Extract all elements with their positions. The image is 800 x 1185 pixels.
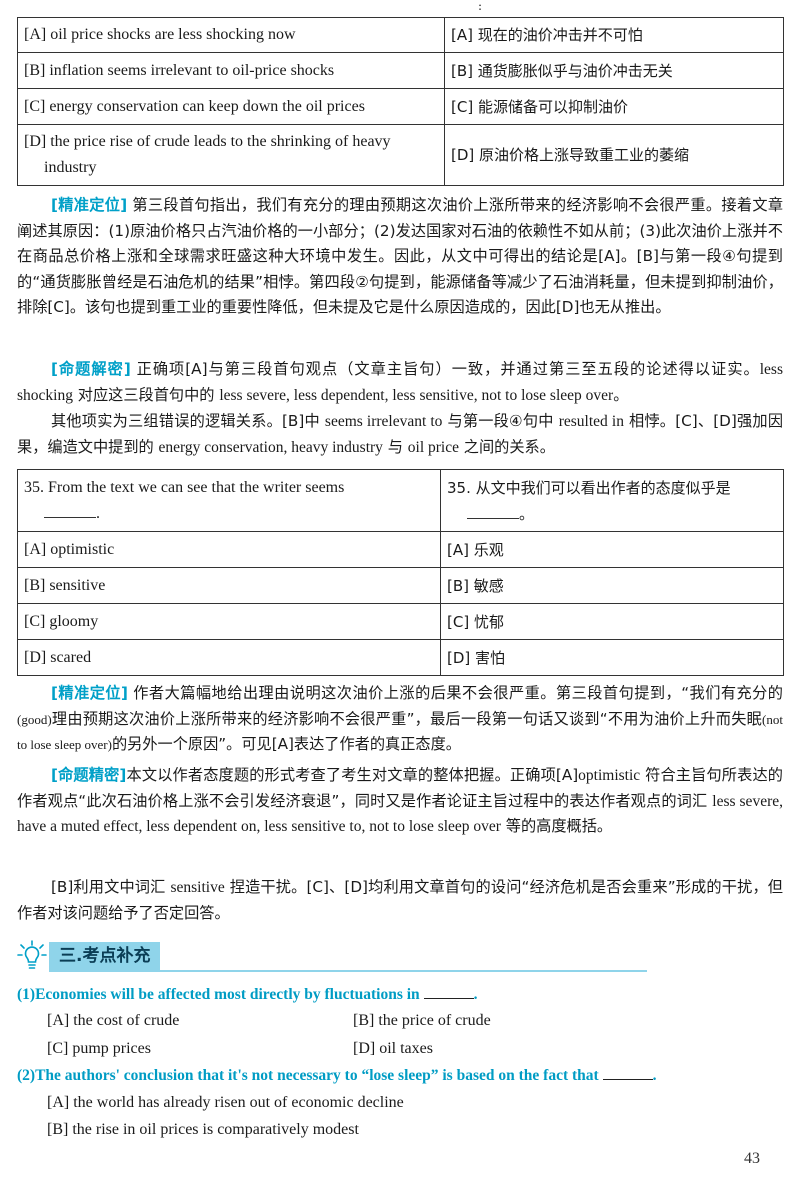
option-zh: [A] 现在的油价冲击并不可怕 [444,17,784,53]
other-en: resulted in [558,413,624,430]
question-stem-en: 35. From the text we can see that the wr… [17,469,441,532]
table-row: 35. From the text we can see that the wr… [17,469,784,532]
analysis-en: less severe, have a muted effect, less d… [17,792,783,836]
extra-question-1: (1)Economies will be affected most direc… [17,983,787,1007]
option-zh: [B] 敏感 [440,567,784,604]
option-a: [A] the world has already risen out of e… [47,1094,404,1111]
stem-end: 。 [519,504,535,523]
analysis-text: 对应这三段首句中的 [72,385,220,404]
option-en: [B] inflation seems irrelevant to oil-pr… [17,52,445,89]
q34-options-table: [A] oil price shocks are less shocking n… [17,17,784,186]
analysis-text: 等的高度概括。 [500,817,613,836]
q34-analysis-paragraph: [命题解密] 正确项[A]与第三段首句观点（文章主旨句）一致，并通过第三至五段的… [17,357,783,408]
locate-text: 理由预期这次油价上涨所带来的经济影响不会很严重”，最后一段第一句话又谈到“不用为… [51,709,763,728]
option-en: [A] optimistic [17,531,441,568]
other-text: [B]利用文中词汇 [51,878,171,896]
option-en: [A] oil price shocks are less shocking n… [17,17,445,53]
extra-question-2: (2)The authors' conclusion that it's not… [17,1064,787,1088]
option-zh: [C] 能源储备可以抑制油价 [444,88,784,125]
table-row: [C] energy conservation can keep down th… [17,88,784,125]
question-stem: (1)Economies will be affected most direc… [17,986,420,1003]
question-stem: (2)The authors' conclusion that it's not… [17,1067,599,1084]
other-en: seems irrelevant to [324,413,443,430]
option-d: [D] oil taxes [353,1040,433,1057]
option-b: [B] the price of crude [353,1012,491,1029]
q34-other-paragraph: 其他项实为三组错误的逻辑关系。[B]中 seems irrelevant to … [17,409,783,460]
analysis-tag: [命题精密] [51,766,127,784]
option-zh: [D] 原油价格上涨导致重工业的萎缩 [444,124,784,186]
option-zh: [C] 忧郁 [440,603,784,640]
section-header: 三.考点补充 [17,940,647,974]
analysis-en: optimistic [578,767,641,784]
other-text: 与第一段④句中 [442,412,559,430]
other-en: energy conservation, heavy industry [158,438,383,456]
table-row: [D] the price rise of crude leads to the… [17,124,784,186]
option-zh: [D] 害怕 [440,639,784,676]
analysis-text: 正确项[A]与第三段首句观点（文章主旨句）一致，并通过第三至五段的论述得以证实。 [130,360,760,378]
option-zh: [B] 通货膨胀似乎与油价冲击无关 [444,52,784,89]
other-text: 其他项实为三组错误的逻辑关系。[B]中 [51,412,325,430]
other-text: 相悖。[C]、[D]强加因果，编造文中提到的 [17,412,784,456]
q35-options-table: 35. From the text we can see that the wr… [17,469,784,676]
answer-blank [467,504,519,519]
option-en: [B] sensitive [17,567,441,604]
page-number: 43 [744,1150,760,1167]
other-text: 之间的关系。 [458,437,555,456]
stem-end: . [96,504,100,522]
locate-text: 第三段首句指出，我们有充分的理由预期这次油价上涨所带来的经济影响不会很严重。接着… [17,196,784,317]
answer-blank [602,1065,653,1080]
q35-locate-paragraph: [精准定位] 作者大篇幅地给出理由说明这次油价上涨的后果不会很严重。第三段首句提… [17,681,783,758]
option-en: [D] the price rise of crude leads to the… [17,124,445,186]
option-en: [C] gloomy [17,603,441,640]
locate-text: 的另外一个原因”。可见[A]表达了作者的真正态度。 [111,735,461,754]
analysis-text: 符合主旨句所表达的作者观点“此次石油价格上涨不会引发经济衰退”，同时又是作者论证… [17,766,783,810]
option-zh: [A] 乐观 [440,531,784,568]
analysis-text: 本文以作者态度题的形式考查了考生对文章的整体把握。正确项[A] [126,766,579,784]
stem-end: . [652,1067,657,1084]
top-mark: : [478,0,483,13]
stem-text: 35. 从文中我们可以看出作者的态度似乎是 [447,478,731,497]
answer-blank [44,503,96,518]
table-row: [B] sensitive [B] 敏感 [17,567,784,604]
section-title: 三.考点补充 [49,942,161,970]
locate-tag: [精准定位] [51,684,128,702]
table-row: [B] inflation seems irrelevant to oil-pr… [17,52,784,89]
locate-tag: [精准定位] [51,196,128,214]
analysis-en: less shocking [17,361,783,404]
analysis-en: less severe, less dependent, less sensit… [219,386,614,404]
q34-locate-paragraph: [精准定位] 第三段首句指出，我们有充分的理由预期这次油价上涨所带来的经济影响不… [17,193,783,321]
stem-text: 35. From the text we can see that the wr… [24,478,345,496]
other-en: oil price [407,438,459,456]
analysis-text: 。 [613,385,629,404]
option-c: [C] pump prices [47,1040,151,1057]
question-stem-zh: 35. 从文中我们可以看出作者的态度似乎是。 [440,469,784,532]
table-row: [D] scared [D] 害怕 [17,639,784,676]
q35-other-paragraph: [B]利用文中词汇 sensitive 捏造干扰。[C]、[D]均利用文章首句的… [17,875,783,926]
option-b: [B] the rise in oil prices is comparativ… [47,1121,359,1138]
lightbulb-icon [17,940,47,969]
option-a: [A] the cost of crude [47,1012,180,1029]
table-row: [A] oil price shocks are less shocking n… [17,17,784,53]
other-en: sensitive [170,879,225,896]
q35-analysis-paragraph: [命题精密]本文以作者态度题的形式考查了考生对文章的整体把握。正确项[A]opt… [17,763,783,840]
locate-en: (not to lose sleep over) [17,711,783,753]
other-text: 与 [382,437,408,456]
other-text: 捏造干扰。[C]、[D]均利用文章首句的设问“经济危机是否会重来”形成的干扰，但… [17,878,783,922]
locate-text: 作者大篇幅地给出理由说明这次油价上涨的后果不会很严重。第三段首句提到，“我们有充… [127,684,783,702]
option-en: [C] energy conservation can keep down th… [17,88,445,125]
locate-en: (good) [17,711,52,727]
analysis-tag: [命题解密] [51,360,131,378]
stem-end: . [473,986,478,1003]
option-en: [D] scared [17,639,441,676]
table-row: [A] optimistic [A] 乐观 [17,531,784,568]
section-divider [49,970,647,972]
table-row: [C] gloomy [C] 忧郁 [17,603,784,640]
answer-blank [423,984,474,999]
